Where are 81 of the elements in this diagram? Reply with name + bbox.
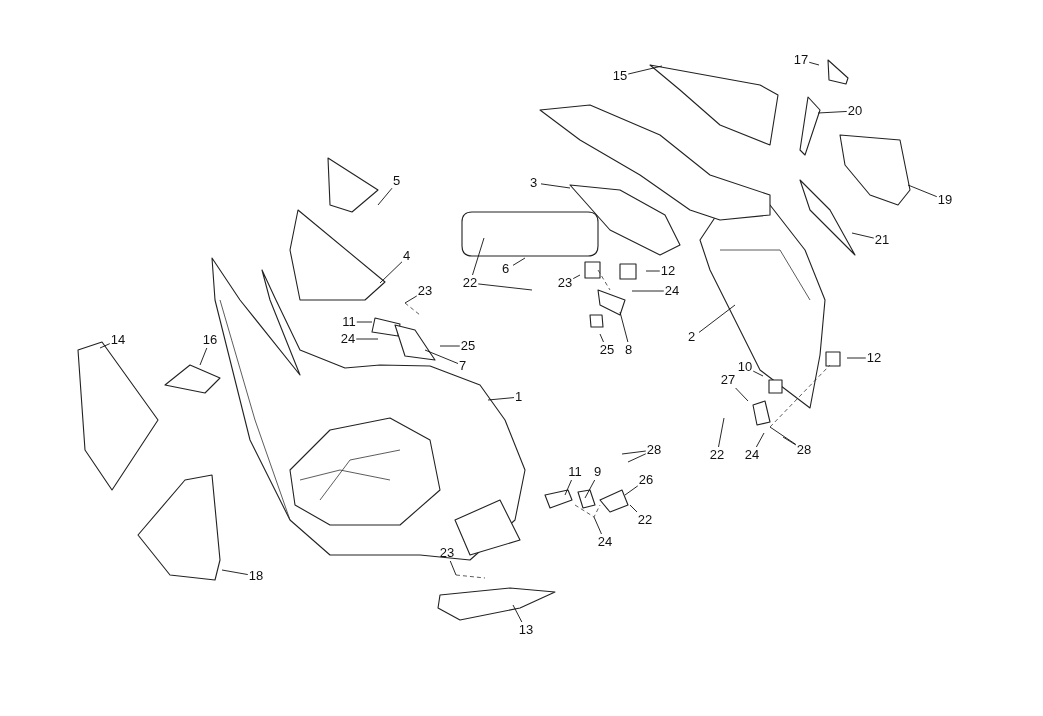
callout-number: 24 (597, 534, 613, 550)
leader-line (698, 304, 736, 333)
callout-number: 25 (599, 342, 615, 358)
leader-line (627, 453, 647, 463)
leader-line (512, 604, 523, 623)
leader-line (472, 237, 485, 276)
leader-line (199, 347, 208, 366)
leader-line (439, 345, 461, 347)
callout-number: 12 (866, 350, 882, 366)
callout-number: 23 (439, 545, 455, 561)
callout-number: 25 (460, 338, 476, 354)
callout-number: 7 (459, 358, 467, 374)
callout-number: 26 (638, 472, 654, 488)
leader-line (487, 397, 515, 401)
leader-line (572, 274, 581, 280)
callout-number: 15 (612, 68, 628, 84)
callout-number: 13 (518, 622, 534, 638)
leader-line (627, 65, 663, 75)
leader-line (645, 270, 661, 272)
leader-line (355, 338, 379, 340)
leader-line (629, 504, 638, 513)
leader-line (379, 261, 403, 284)
callout-number: 4 (403, 248, 411, 264)
callout-number: 3 (530, 175, 538, 191)
callout-number: 24 (664, 283, 680, 299)
leader-line (221, 569, 249, 575)
leader-line (99, 343, 111, 349)
callout-number: 22 (462, 275, 478, 291)
callout-number: 11 (568, 464, 582, 480)
callout-number: 24 (340, 331, 356, 347)
callout-number: 5 (393, 173, 401, 189)
callout-number: 27 (720, 372, 736, 388)
callout-number: 20 (847, 103, 863, 119)
leader-line (769, 426, 797, 445)
leader-line (631, 290, 665, 292)
leader-line (851, 232, 875, 239)
callout-number: 19 (937, 192, 953, 208)
leader-line (735, 387, 749, 402)
leader-line (624, 485, 639, 496)
leader-line (424, 349, 459, 364)
leader-line (599, 333, 604, 343)
callout-number: 6 (502, 261, 510, 277)
callout-number: 23 (557, 275, 573, 291)
callout-number: 28 (796, 442, 812, 458)
callout-number: 22 (709, 447, 725, 463)
callout-number: 11 (342, 314, 356, 330)
leader-line (619, 311, 629, 343)
callout-number: 23 (417, 283, 433, 299)
leader-line (808, 61, 820, 66)
callout-number: 8 (625, 342, 633, 358)
callout-number: 22 (637, 512, 653, 528)
leader-line (540, 183, 571, 189)
callout-number: 12 (660, 263, 676, 279)
leader-line (584, 479, 596, 499)
leader-line (907, 184, 938, 198)
leader-line (593, 516, 602, 535)
leader-line (755, 432, 765, 448)
callout-number: 24 (744, 447, 760, 463)
leader-line (846, 357, 867, 359)
leader-line (477, 283, 533, 291)
callout-number: 2 (688, 329, 696, 345)
leader-line (449, 560, 457, 576)
leader-line (377, 187, 393, 206)
leader-line (621, 450, 647, 455)
leader-line (512, 257, 526, 266)
leader-line (404, 295, 418, 304)
leader-line (817, 111, 848, 114)
leader-line (752, 370, 764, 377)
callout-number: 9 (594, 464, 602, 480)
callout-number: 1 (515, 389, 523, 405)
callout-number: 18 (248, 568, 264, 584)
leader-line (782, 436, 797, 446)
leader-line (718, 417, 725, 448)
callout-number: 14 (110, 332, 126, 348)
leader-line (564, 479, 572, 496)
callout-number: 10 (737, 359, 753, 375)
callout-number: 28 (646, 442, 662, 458)
callout-number: 17 (793, 52, 809, 68)
callout-number: 16 (202, 332, 218, 348)
callout-number: 21 (874, 232, 890, 248)
leader-line (356, 321, 373, 323)
